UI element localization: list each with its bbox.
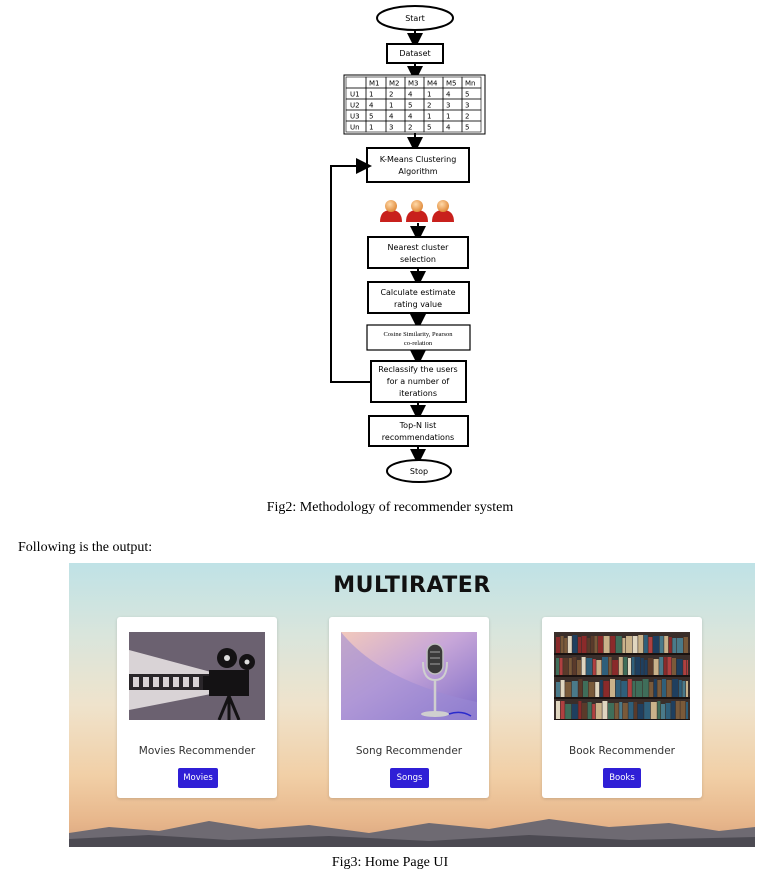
matrix-header: Mn — [465, 80, 475, 88]
matrix-value: 2 — [427, 102, 431, 110]
books-thumbnail — [554, 632, 690, 720]
fig3-caption: Fig3: Home Page UI — [331, 855, 449, 870]
matrix-value: U1 — [350, 91, 360, 99]
user-cluster-icons — [380, 200, 454, 222]
matrix-value: 2 — [389, 91, 393, 99]
reclassify-label-2: for a number of — [387, 377, 450, 386]
matrix-value: 5 — [465, 91, 469, 99]
movies-card: Movies Recommender Movies — [117, 617, 277, 798]
dataset-node: Dataset — [386, 43, 444, 64]
matrix-value: 3 — [446, 102, 450, 110]
matrix-value: 1 — [369, 124, 373, 132]
songs-card-label: Song Recommender — [355, 745, 463, 757]
matrix-value: U2 — [350, 102, 360, 110]
matrix-value: 4 — [408, 91, 413, 99]
reclassify-node: Reclassify the users for a number of ite… — [370, 360, 467, 403]
movies-card-label: Movies Recommender — [138, 745, 256, 757]
similarity-label-1: Cosine Similarity, Pearson — [383, 331, 453, 338]
matrix-value: 4 — [408, 113, 413, 121]
kmeans-node: K-Means Clustering Algorithm — [366, 147, 470, 183]
user-icon — [432, 200, 454, 222]
reclassify-label-3: iterations — [399, 389, 437, 398]
matrix-cell — [461, 120, 482, 133]
matrix-value: 1 — [446, 113, 450, 121]
movies-button[interactable]: Movies — [178, 768, 218, 788]
matrix-header: M5 — [446, 80, 457, 88]
start-label: Start — [405, 14, 425, 23]
nearest-label-2: selection — [400, 255, 436, 264]
books-card: Book Recommender Books — [542, 617, 702, 798]
reclassify-label-1: Reclassify the users — [378, 365, 457, 374]
estimate-label-1: Calculate estimate — [380, 288, 455, 297]
estimate-label-2: rating value — [394, 300, 442, 309]
matrix-value: 1 — [427, 91, 431, 99]
dataset-label: Dataset — [399, 49, 430, 58]
matrix-header: M3 — [408, 80, 419, 88]
similarity-node: Cosine Similarity, Pearson co-relation — [366, 324, 471, 351]
matrix-value: 3 — [465, 102, 469, 110]
matrix-value: 1 — [369, 91, 373, 99]
topn-label-2: recommendations — [382, 433, 454, 442]
movies-thumbnail — [129, 632, 265, 720]
kmeans-label-1: K-Means Clustering — [380, 155, 457, 164]
matrix-header: M1 — [369, 80, 380, 88]
matrix-value: 3 — [389, 124, 393, 132]
film-projector-icon — [129, 632, 265, 720]
songs-card: Song Recommender Songs — [329, 617, 489, 798]
books-button[interactable]: Books — [603, 768, 641, 788]
topn-node: Top-N list recommendations — [368, 415, 469, 447]
start-node: Start — [376, 5, 454, 31]
matrix-value: 4 — [389, 113, 394, 121]
matrix-value: Un — [350, 124, 360, 132]
home-page-screenshot: MULTIRATER — [69, 563, 755, 847]
matrix-value: U3 — [350, 113, 360, 121]
matrix-value: 5 — [427, 124, 431, 132]
estimate-node: Calculate estimate rating value — [367, 281, 470, 314]
matrix-value: 4 — [446, 91, 451, 99]
matrix-value: 2 — [465, 113, 469, 121]
matrix-header: M4 — [427, 80, 438, 88]
matrix-value: 4 — [369, 102, 374, 110]
matrix-value: 5 — [369, 113, 373, 121]
topn-label-1: Top-N list — [399, 421, 437, 430]
fig2-caption: Fig2: Methodology of recommender system — [266, 500, 514, 515]
matrix-value: 4 — [446, 124, 451, 132]
body-text: Following is the output: — [18, 540, 153, 555]
iteration-loop-arrow — [330, 158, 372, 383]
books-card-label: Book Recommender — [569, 745, 675, 757]
nearest-cluster-node: Nearest cluster selection — [367, 236, 469, 269]
matrix-value: 2 — [408, 124, 412, 132]
matrix-value: 5 — [408, 102, 412, 110]
user-icon — [380, 200, 402, 222]
nearest-label-1: Nearest cluster — [388, 243, 450, 252]
matrix-value: 1 — [427, 113, 431, 121]
matrix-value: 5 — [465, 124, 469, 132]
stop-label: Stop — [410, 467, 428, 476]
similarity-label-2: co-relation — [404, 340, 433, 347]
matrix-value: 1 — [389, 102, 393, 110]
kmeans-label-2: Algorithm — [398, 167, 437, 176]
stop-node: Stop — [386, 459, 452, 483]
user-icon — [406, 200, 428, 222]
songs-button[interactable]: Songs — [390, 768, 429, 788]
mountain-silhouette — [69, 819, 755, 847]
songs-thumbnail — [341, 632, 477, 720]
bookshelf-icon — [554, 632, 690, 720]
microphone-icon — [341, 632, 477, 720]
matrix-header: M2 — [389, 80, 400, 88]
app-title: MULTIRATER — [333, 573, 491, 598]
